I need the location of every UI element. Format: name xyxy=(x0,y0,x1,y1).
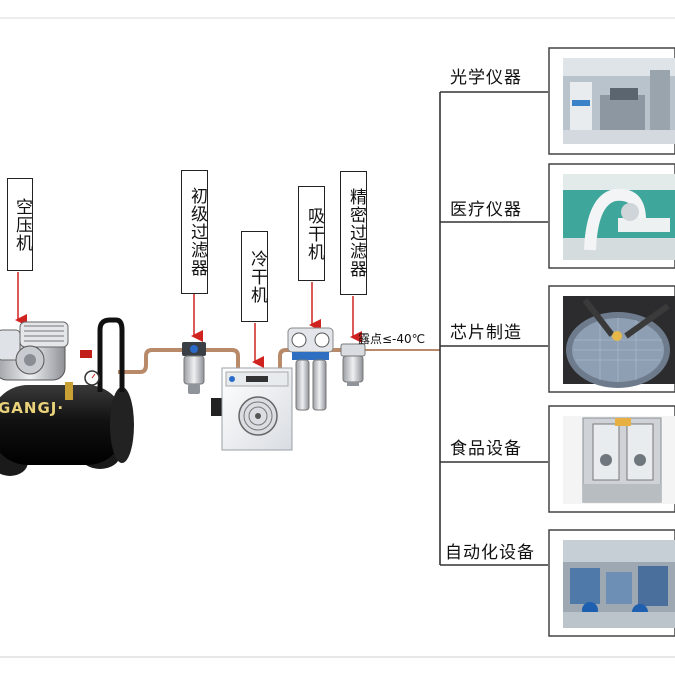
precision-filter-illustration xyxy=(340,343,366,386)
label-precision-filter: 精密过滤器 xyxy=(340,171,367,295)
photo-automation xyxy=(548,529,675,637)
compressor-illustration xyxy=(0,317,134,476)
dew-point-label: 露点≤-40℃ xyxy=(358,332,426,346)
distribution-tree xyxy=(439,91,548,566)
label-adsorption-dryer: 吸干机 xyxy=(298,186,325,281)
photo-wafer xyxy=(548,285,675,393)
app-label-optical: 光学仪器 xyxy=(450,68,522,88)
label-primary-filter: 初级过滤器 xyxy=(181,170,208,294)
app-label-automation: 自动化设备 xyxy=(445,543,535,563)
label-compressor: 空压机 xyxy=(7,178,33,271)
refrigerated-dryer-illustration xyxy=(211,367,293,451)
pipe-filter-to-dryer xyxy=(205,348,240,372)
primary-filter-illustration xyxy=(182,342,206,394)
photo-food-machine xyxy=(548,405,675,513)
pipe-compressor-to-filter xyxy=(118,348,184,374)
app-label-chip: 芯片制造 xyxy=(450,323,522,343)
app-label-medical: 医疗仪器 xyxy=(450,200,522,220)
label-refrigerated-dryer: 冷干机 xyxy=(241,231,268,322)
photo-medical xyxy=(548,163,675,269)
pipe-dryer-to-adsorber xyxy=(278,348,292,368)
adsorption-dryer-illustration xyxy=(287,327,334,411)
photo-optical-lab xyxy=(548,47,675,155)
compressor-brand: GANGJ· xyxy=(0,399,64,417)
app-label-food: 食品设备 xyxy=(450,439,522,459)
